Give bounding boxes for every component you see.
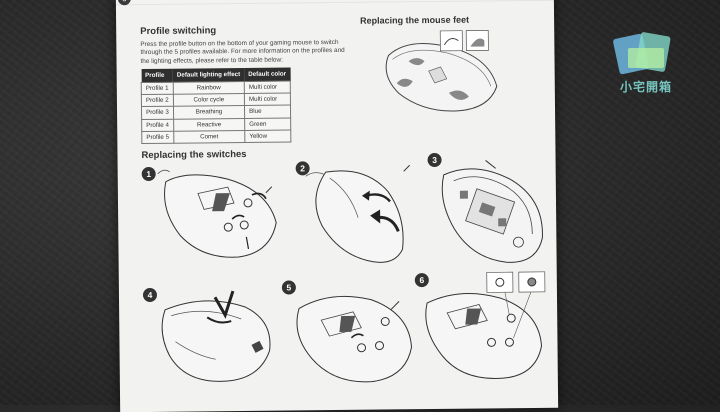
header-color: Default color — [244, 67, 290, 81]
watermark-text: 小宅開箱 — [620, 78, 672, 95]
table-cell: Green — [245, 118, 291, 131]
table-cell: Yellow — [245, 130, 291, 143]
step-4-illustration — [155, 285, 276, 386]
step-3-illustration — [436, 160, 549, 271]
page-fold — [116, 0, 554, 5]
table-cell: Multi color — [244, 81, 290, 94]
mouse-feet-title: Replacing the mouse feet — [360, 15, 469, 26]
profile-switching-title: Profile switching — [140, 25, 216, 37]
step-number: 1 — [142, 167, 156, 181]
step-5-illustration — [291, 285, 418, 386]
table-cell: Multi color — [244, 93, 290, 106]
table-cell: Profile 4 — [142, 119, 174, 132]
step-2-illustration — [306, 161, 417, 272]
manual-page: 6 Profile switching Press the profile bu… — [116, 0, 558, 412]
profile-switching-description: Press the profile button on the bottom o… — [140, 39, 350, 66]
table-cell: Profile 5 — [142, 131, 174, 144]
header-profile: Profile — [141, 69, 173, 83]
table-cell: Profile 2 — [141, 94, 173, 107]
profile-table: Profile Default lighting effect Default … — [141, 67, 292, 144]
table-cell: Profile 3 — [141, 107, 173, 120]
table-cell: Breathing — [173, 106, 244, 119]
header-lighting: Default lighting effect — [173, 68, 244, 82]
step-6-illustration — [421, 272, 552, 383]
table-cell: Color cycle — [173, 94, 244, 107]
mouse-feet-illustration — [368, 26, 519, 118]
replacing-switches-title: Replacing the switches — [141, 149, 246, 161]
step-1-illustration — [158, 163, 289, 264]
table-cell: Blue — [245, 105, 291, 118]
table-cell: Profile 1 — [141, 82, 173, 95]
table-cell: Comet — [173, 130, 244, 143]
table-row: Profile 5 Comet Yellow — [142, 130, 291, 144]
table-cell: Rainbow — [173, 81, 244, 94]
table-cell: Reactive — [173, 118, 244, 131]
